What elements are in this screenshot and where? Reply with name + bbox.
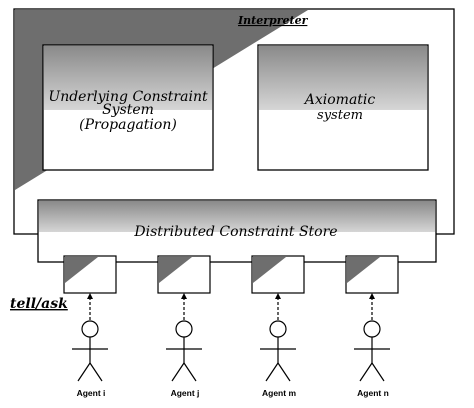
- agent-i-port-shade: [65, 257, 98, 283]
- agent-m-label: Agent m: [262, 388, 296, 398]
- tell-ask-label: tell/ask: [10, 296, 68, 312]
- ucs-label-line1: Underlying Constraint: [48, 89, 208, 105]
- ucs-gradient: [44, 46, 212, 110]
- axiomatic-label-line1: Axiomatic: [303, 92, 376, 108]
- agent-n-figure: [354, 320, 390, 382]
- agent-m: Agent m: [251, 255, 305, 398]
- agent-m-port-shade: [253, 257, 286, 283]
- agent-i-figure: [72, 320, 108, 382]
- store-box: Distributed Constraint Store: [37, 199, 437, 263]
- agent-i-label: Agent i: [77, 388, 106, 398]
- agent-i: Agent i: [63, 255, 117, 398]
- agent-n: Agent n: [345, 255, 399, 398]
- agent-n-label: Agent n: [357, 388, 389, 398]
- agent-j-port-shade: [159, 257, 192, 283]
- agent-m-figure: [260, 320, 296, 382]
- ucs-label-line2: System: [102, 102, 154, 118]
- axiomatic-box: Axiomatic system: [257, 44, 429, 171]
- store-gradient: [39, 201, 435, 232]
- interpreter-label: Interpreter: [237, 14, 309, 27]
- axiomatic-gradient: [259, 46, 427, 110]
- ucs-label-line3: (Propagation): [79, 117, 177, 133]
- ucs-box: Underlying Constraint System (Propagatio…: [42, 44, 214, 171]
- agent-j-figure: [166, 320, 202, 382]
- axiomatic-label-line2: system: [317, 108, 363, 123]
- agent-j-label: Agent j: [171, 388, 200, 398]
- agent-j: Agent j: [157, 255, 211, 398]
- store-label: Distributed Constraint Store: [133, 224, 337, 240]
- agent-n-port-shade: [347, 257, 380, 283]
